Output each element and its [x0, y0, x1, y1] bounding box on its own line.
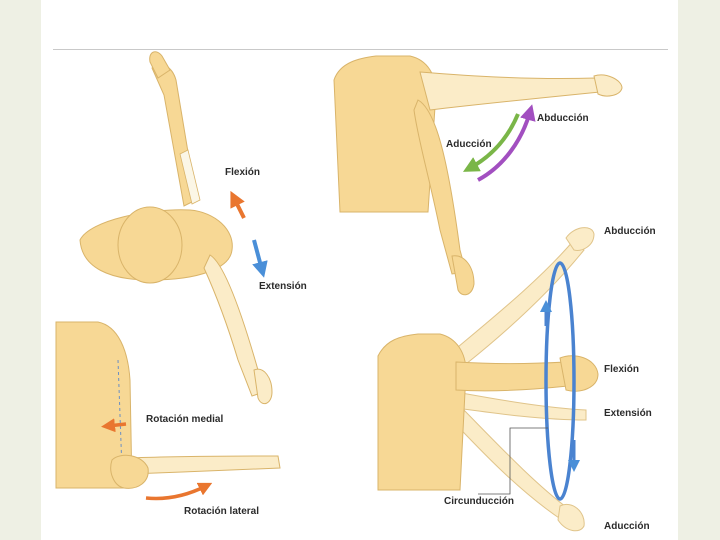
- circumduction-figure: [377, 227, 599, 532]
- torso-front-bottom: [377, 333, 467, 491]
- label-aduccion-circ: Aducción: [604, 521, 650, 532]
- label-rotacion-lateral: Rotación lateral: [184, 506, 260, 517]
- flexion-arrow: [230, 190, 246, 219]
- head-top-view: [117, 206, 183, 284]
- lowered-hand: [253, 368, 273, 405]
- rotation-figure: [55, 321, 281, 501]
- abduccion-arrow: [477, 104, 536, 182]
- circumduction-ellipse: [544, 261, 576, 501]
- label-extension-circ: Extensión: [604, 408, 652, 419]
- label-aduccion-top: Aducción: [446, 139, 492, 150]
- label-abduccion-circ: Abducción: [604, 226, 656, 237]
- abducted-arm: [419, 71, 601, 111]
- flexion-extension-figure: [79, 51, 273, 405]
- label-abduccion-top: Abducción: [537, 113, 589, 124]
- ghost-hand-down: [557, 504, 585, 532]
- ghost-arm-back: [455, 391, 587, 421]
- rotation-axis-line: [117, 359, 123, 471]
- rotacion-lateral-arrow: [145, 482, 213, 501]
- circunduccion-leader: [478, 427, 548, 495]
- humerus-bone: [179, 149, 201, 205]
- ghost-hand-up: [565, 227, 595, 251]
- label-flexion-top: Flexión: [225, 167, 261, 178]
- label-flexion-circ: Flexión: [604, 364, 640, 375]
- divider-line: [53, 49, 668, 50]
- flexed-arm: [455, 361, 569, 392]
- label-circunduccion: Circunducción: [444, 496, 515, 507]
- torso-side: [55, 321, 133, 489]
- fist: [110, 454, 149, 489]
- abducted-hand: [593, 74, 623, 97]
- label-extension-top: Extensión: [259, 281, 307, 292]
- rotacion-medial-arrow: [101, 418, 127, 433]
- adducted-hand: [451, 255, 475, 296]
- ghost-arm-up: [451, 239, 585, 365]
- label-rotacion-medial: Rotación medial: [146, 414, 224, 425]
- extension-arrow: [252, 239, 268, 278]
- abduction-adduction-figure: [333, 55, 623, 296]
- raised-hand: [149, 51, 171, 79]
- forearm-lateral: [129, 455, 281, 475]
- flexed-fist: [559, 355, 599, 392]
- aduccion-arrow: [462, 113, 520, 172]
